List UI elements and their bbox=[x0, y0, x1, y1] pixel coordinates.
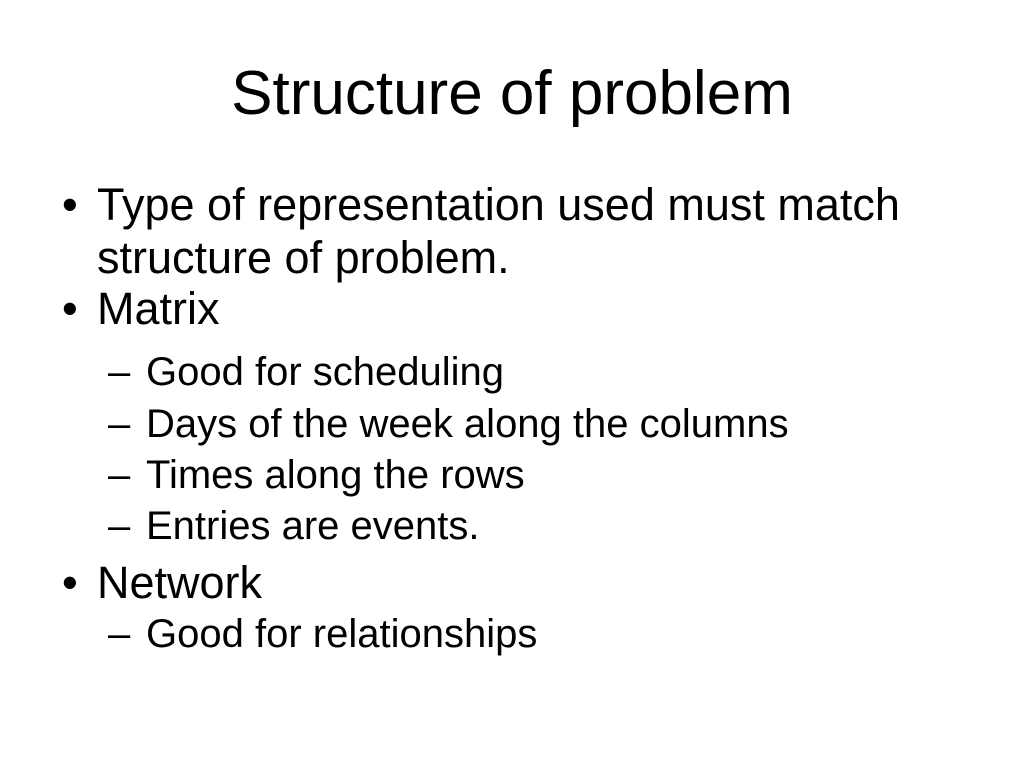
bullet-marker: • bbox=[62, 283, 78, 334]
bullet-text: Matrix bbox=[97, 283, 220, 334]
bullet-text: Network bbox=[97, 557, 263, 608]
subbullet-text: Days of the week along the columns bbox=[146, 402, 789, 446]
bullet-marker: • bbox=[62, 179, 78, 230]
subbullet-text: Good for scheduling bbox=[146, 350, 505, 394]
dash-marker: – bbox=[108, 453, 131, 497]
subbullet-text: Times along the rows bbox=[146, 453, 525, 497]
dash-marker: – bbox=[108, 612, 131, 656]
bullet-matrix: • Matrix bbox=[0, 282, 1024, 335]
bullet-type-of-representation: • Type of representation used must match… bbox=[0, 178, 1024, 284]
slide-title: Structure of problem bbox=[231, 59, 793, 128]
dash-marker: – bbox=[108, 504, 131, 548]
dash-marker: – bbox=[108, 402, 131, 446]
subbullet-text: Entries are events. bbox=[146, 504, 480, 548]
subbullet-days-of-week: – Days of the week along the columns bbox=[0, 400, 1024, 448]
subbullet-entries-are-events: – Entries are events. bbox=[0, 502, 1024, 550]
subbullet-times-along-rows: – Times along the rows bbox=[0, 451, 1024, 499]
bullet-network: • Network bbox=[0, 556, 1024, 609]
bullet-marker: • bbox=[62, 557, 78, 608]
subbullet-good-for-scheduling: – Good for scheduling bbox=[0, 348, 1024, 396]
bullet-text: Type of representation used must match s… bbox=[97, 179, 900, 283]
subbullet-good-for-relationships: – Good for relationships bbox=[0, 610, 1024, 658]
subbullet-text: Good for relationships bbox=[146, 612, 538, 656]
dash-marker: – bbox=[108, 350, 131, 394]
